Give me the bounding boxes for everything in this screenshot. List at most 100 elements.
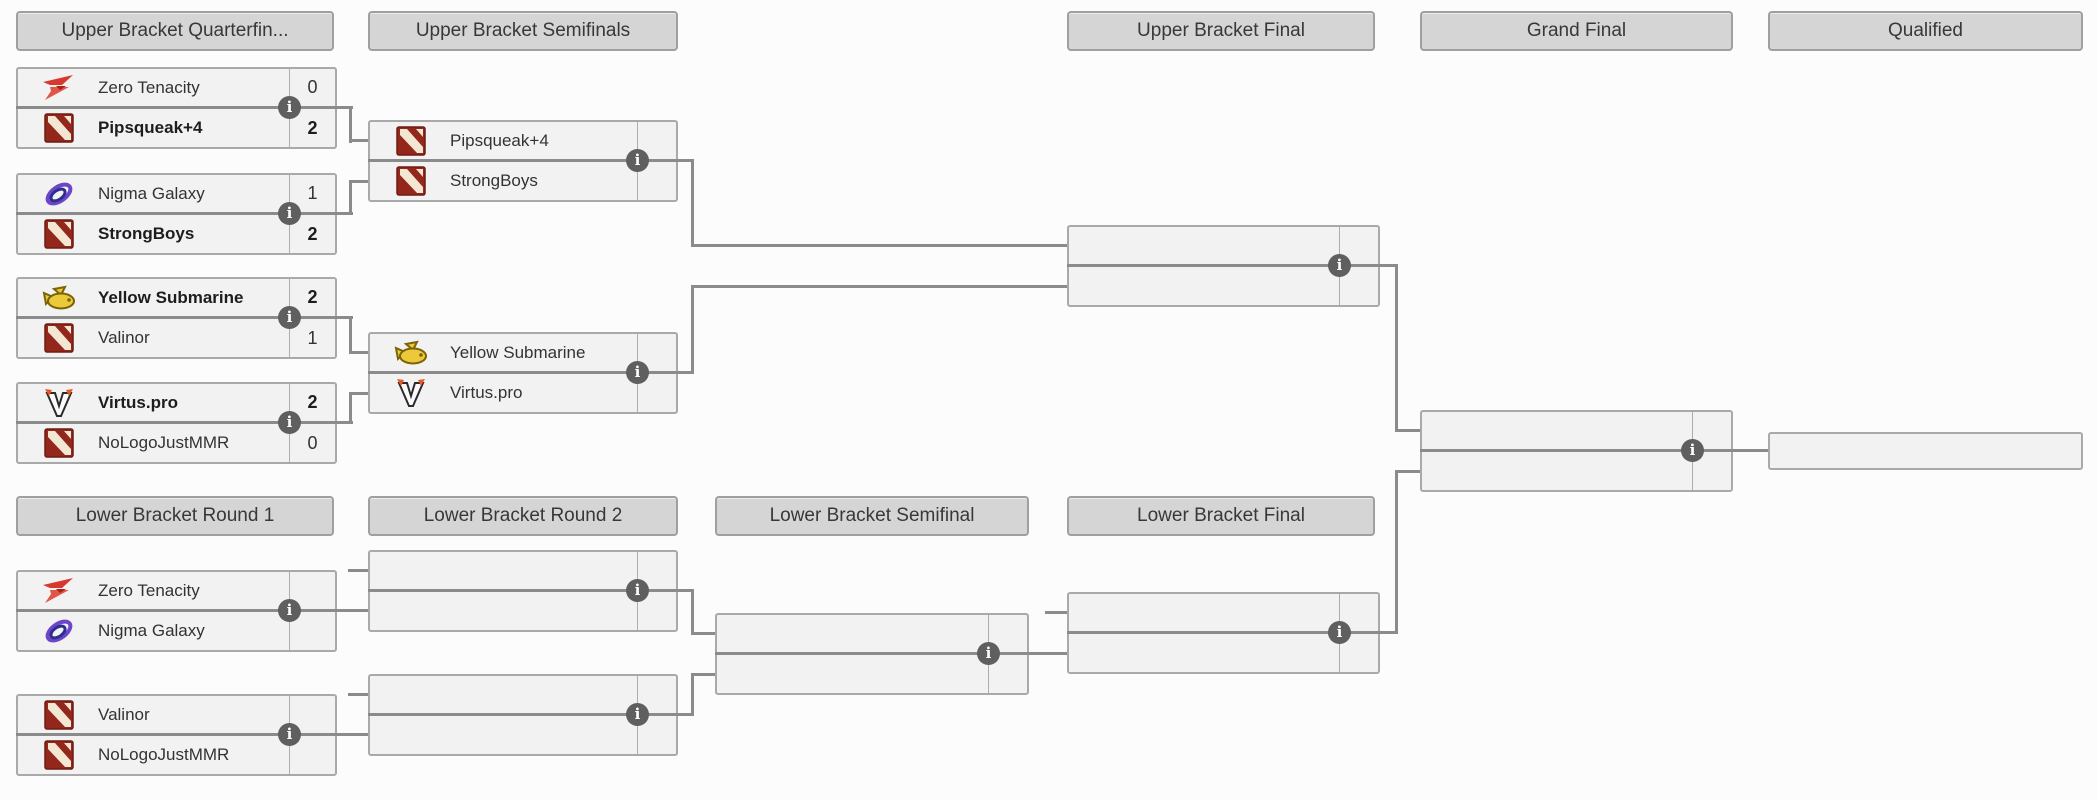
team-name[interactable]: Pipsqueak+4 <box>450 130 549 150</box>
dota2-default-logo <box>42 113 76 143</box>
bracket-connector-line <box>678 713 694 716</box>
info-icon[interactable]: i <box>278 96 301 119</box>
bracket-connector-line <box>349 106 352 143</box>
team-slot <box>370 592 638 630</box>
info-icon[interactable]: i <box>626 361 649 384</box>
match-lb-sf: i <box>715 613 1029 695</box>
bracket-connector-line <box>691 159 694 247</box>
team-score: 1 <box>307 183 318 203</box>
info-icon[interactable]: i <box>1328 254 1351 277</box>
team-slot <box>717 615 989 652</box>
team-name[interactable]: NoLogoJustMMR <box>98 745 230 764</box>
team-name[interactable]: Yellow Submarine <box>450 342 586 362</box>
team-score: 0 <box>307 77 318 97</box>
team-name[interactable]: StrongBoys <box>450 171 538 190</box>
team-name[interactable]: Virtus.pro <box>98 392 178 412</box>
round-header-grand-final: Grand Final <box>1420 11 1733 51</box>
dota2-default-logo <box>394 125 428 156</box>
team-name[interactable]: NoLogoJustMMR <box>98 433 230 452</box>
info-icon[interactable]: i <box>626 703 649 726</box>
bracket-connector-line <box>349 139 368 142</box>
team-name[interactable]: Yellow Submarine <box>98 287 244 307</box>
info-icon-glyph: i <box>286 308 293 326</box>
match-row-divider <box>16 212 337 215</box>
info-icon-glyph: i <box>1336 256 1343 274</box>
team-name[interactable]: Zero Tenacity <box>98 580 200 600</box>
team-slot: Valinor <box>18 319 290 357</box>
info-icon[interactable]: i <box>1681 439 1704 462</box>
match-row-divider <box>16 106 337 109</box>
team-slot: StrongBoys <box>18 215 290 253</box>
round-header-lower-bracket-final: Lower Bracket Final <box>1067 496 1375 536</box>
match-row-divider <box>16 421 337 424</box>
bracket-connector-line <box>349 180 352 215</box>
team-name[interactable]: Valinor <box>98 704 150 724</box>
info-icon[interactable]: i <box>278 723 301 746</box>
team-slot: StrongBoys <box>370 162 638 200</box>
team-name[interactable]: Nigma Galaxy <box>98 621 205 640</box>
virtus-pro-logo <box>394 378 428 408</box>
bracket-connector-line <box>691 673 694 716</box>
team-name[interactable]: Zero Tenacity <box>98 77 200 97</box>
bracket-connector-line <box>678 589 694 592</box>
team-name[interactable]: StrongBoys <box>98 224 195 243</box>
bracket-connector-line <box>337 316 353 319</box>
info-icon[interactable]: i <box>626 579 649 602</box>
info-icon-glyph: i <box>286 204 293 222</box>
team-slot: Pipsqueak+4 <box>370 122 638 159</box>
bracket-connector-line <box>678 159 694 162</box>
bracket-connector-line <box>1380 264 1398 267</box>
match-row-divider <box>1067 264 1380 267</box>
team-slot: Yellow Submarine <box>18 279 290 316</box>
bracket-connector-line <box>1395 429 1420 432</box>
info-icon[interactable]: i <box>278 599 301 622</box>
info-icon[interactable]: i <box>626 149 649 172</box>
info-icon-glyph: i <box>286 601 293 619</box>
yellow-submarine-logo <box>42 283 76 313</box>
team-slot <box>370 716 638 754</box>
team-name[interactable]: Nigma Galaxy <box>98 183 205 203</box>
bracket-connector-line <box>1045 611 1067 614</box>
team-name[interactable]: Virtus.pro <box>450 383 523 402</box>
team-slot <box>1069 227 1340 264</box>
info-icon[interactable]: i <box>977 642 1000 665</box>
team-slot: Yellow Submarine <box>370 334 638 371</box>
team-score: 0 <box>307 432 318 453</box>
info-icon-glyph: i <box>1689 441 1696 459</box>
info-icon[interactable]: i <box>278 306 301 329</box>
bracket-connector-line <box>337 733 368 736</box>
bracket-connector-line <box>349 316 352 354</box>
team-name[interactable]: Valinor <box>98 328 150 347</box>
bracket-connector-line <box>691 285 694 374</box>
bracket-connector-line <box>691 285 1067 288</box>
team-slot: Zero Tenacity <box>18 572 290 609</box>
bracket-connector-line <box>349 392 368 395</box>
info-icon-glyph: i <box>286 98 293 116</box>
round-header-upper-bracket-semifinals: Upper Bracket Semifinals <box>368 11 678 51</box>
bracket-connector-line <box>691 589 694 635</box>
bracket-connector-line <box>349 180 368 183</box>
match-row-divider <box>16 316 337 319</box>
info-icon[interactable]: i <box>1328 621 1351 644</box>
match-lb-r2-1: i <box>368 550 678 632</box>
bracket-connector-line <box>691 673 715 676</box>
dota2-default-logo <box>42 428 76 458</box>
round-header-lower-bracket-round-1: Lower Bracket Round 1 <box>16 496 334 536</box>
dota2-default-logo <box>42 323 76 353</box>
team-name[interactable]: Pipsqueak+4 <box>98 118 203 137</box>
bracket-connector-line <box>349 351 368 354</box>
info-icon-glyph: i <box>634 151 641 169</box>
info-icon-glyph: i <box>1336 623 1343 641</box>
nigma-galaxy-logo <box>42 616 76 646</box>
match-row-divider <box>368 371 678 374</box>
match-grand-final: i <box>1420 410 1733 492</box>
dota2-default-logo <box>42 219 76 249</box>
bracket-connector-line <box>1733 449 1768 452</box>
bracket-connector-line <box>348 569 368 572</box>
info-icon[interactable]: i <box>278 411 301 434</box>
info-icon[interactable]: i <box>278 202 301 225</box>
